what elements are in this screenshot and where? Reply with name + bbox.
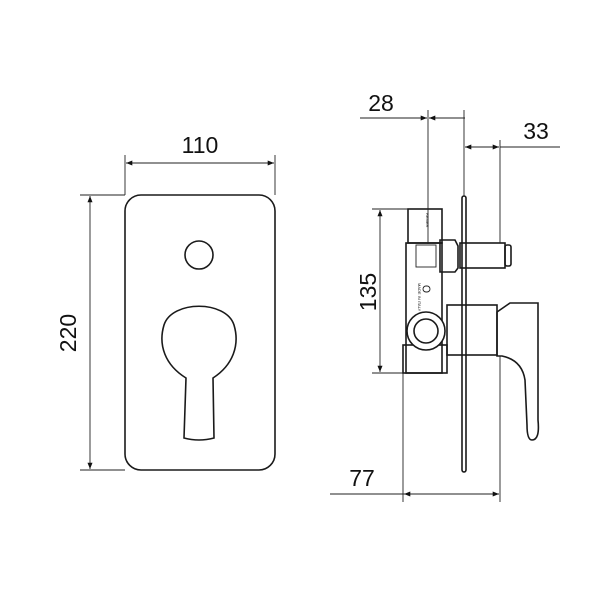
diverter-cap xyxy=(504,244,512,267)
mixer-lever xyxy=(161,305,237,441)
dim-135-label: 135 xyxy=(355,273,381,311)
cartridge-housing xyxy=(446,304,498,356)
dim-77-label: 77 xyxy=(349,465,375,491)
brand-marking: REMER xyxy=(425,213,430,228)
dim-33-label: 33 xyxy=(523,118,549,144)
nut xyxy=(439,239,459,273)
outlet-bore xyxy=(413,318,439,344)
dim-28-label: 28 xyxy=(368,90,394,116)
side-lever xyxy=(496,302,540,441)
valve-body xyxy=(405,242,443,374)
diverter-button xyxy=(184,240,214,270)
valve-top-block xyxy=(407,208,443,244)
dim-width-label: 110 xyxy=(182,132,219,158)
front-view: 110 220 xyxy=(55,132,276,471)
dim-height-label: 220 xyxy=(55,314,81,352)
outlet-ring xyxy=(406,311,446,351)
origin-marking: MADE IN ITALY xyxy=(417,283,422,312)
logo-mark xyxy=(422,285,431,293)
cover-plate xyxy=(124,194,276,471)
valve-port xyxy=(415,244,437,268)
plate-profile xyxy=(461,195,467,473)
side-view: REMER MADE IN ITALY 135 28 33 77 xyxy=(330,90,560,502)
